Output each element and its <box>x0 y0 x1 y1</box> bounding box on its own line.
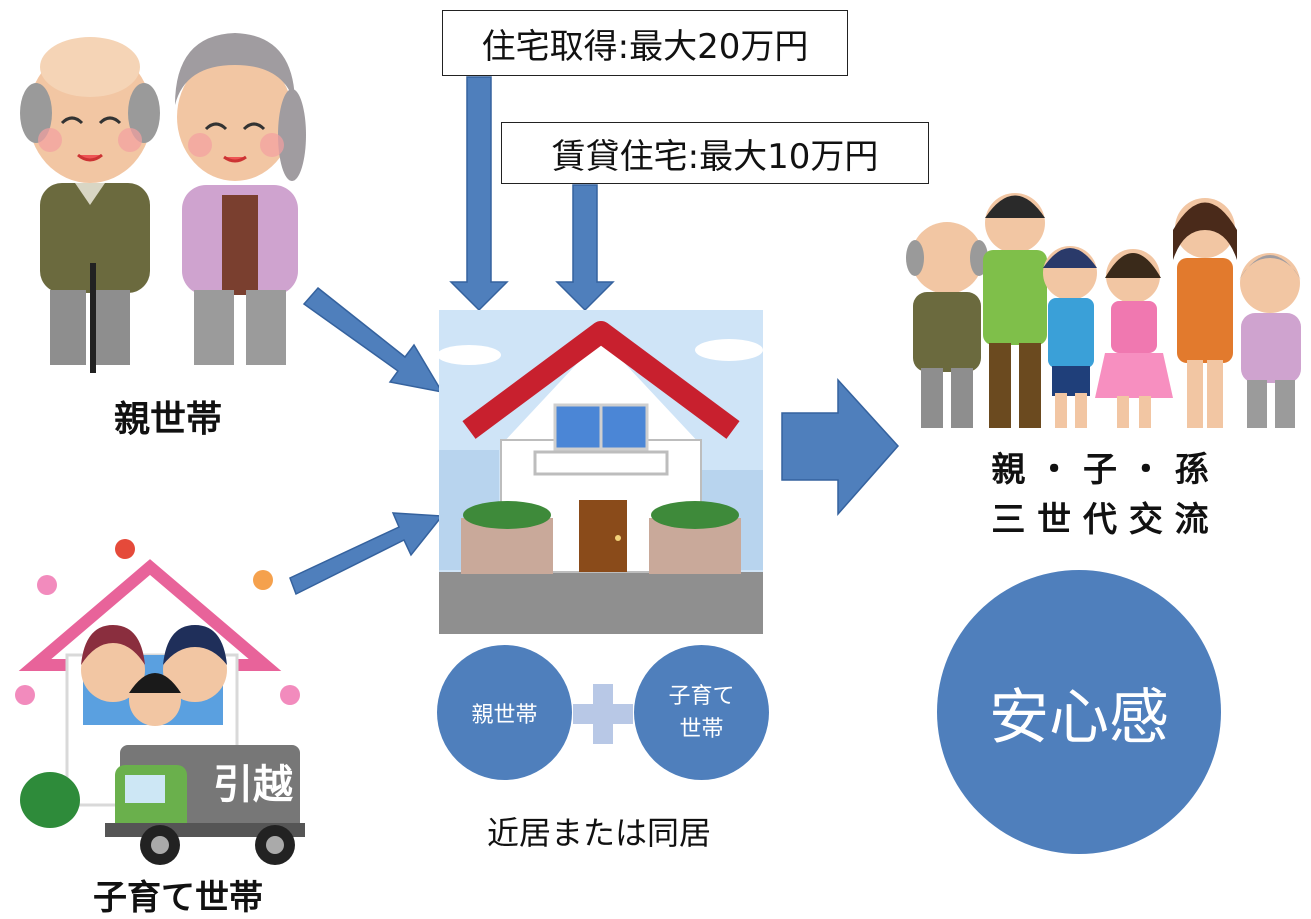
child-rearing-circle-line1: 子育て <box>668 683 735 709</box>
house-illustration <box>437 310 763 634</box>
family-to-house-arrow <box>289 512 444 596</box>
child-rearing-illustration <box>15 539 305 865</box>
child-rearing-label: 子育て世帯 <box>93 878 263 918</box>
three-generation-illustration <box>906 193 1301 428</box>
purchase-down-arrow <box>449 76 509 312</box>
peace-of-mind-circle: 安心感 <box>937 570 1221 854</box>
purchase-subsidy-box: 住宅取得:最大20万円 <box>442 10 848 76</box>
parents-to-house-arrow <box>302 286 444 394</box>
child-rearing-circle-line2: 世帯 <box>679 716 724 742</box>
plus-icon <box>573 684 633 744</box>
parents-circle: 親世帯 <box>437 645 572 780</box>
purchase-subsidy-label: 住宅取得:最大20万円 <box>481 26 809 67</box>
house-to-result-arrow <box>781 378 900 516</box>
parents-illustration <box>20 33 306 373</box>
peace-of-mind-label: 安心感 <box>989 682 1169 753</box>
rental-down-arrow <box>555 184 615 312</box>
three-generation-line2: 三 世 代 交 流 <box>991 500 1209 540</box>
parents-circle-label: 親世帯 <box>471 702 538 728</box>
truck-sign: 引越 <box>213 762 293 808</box>
three-generation-line1: 親 ・ 子 ・ 孫 <box>991 450 1209 490</box>
parents-label: 親世帯 <box>113 399 222 440</box>
proximity-caption: 近居または同居 <box>486 814 711 852</box>
rental-subsidy-box: 賃貸住宅:最大10万円 <box>501 122 929 184</box>
child-rearing-circle: 子育て 世帯 <box>634 645 769 780</box>
rental-subsidy-label: 賃貸住宅:最大10万円 <box>551 136 879 177</box>
